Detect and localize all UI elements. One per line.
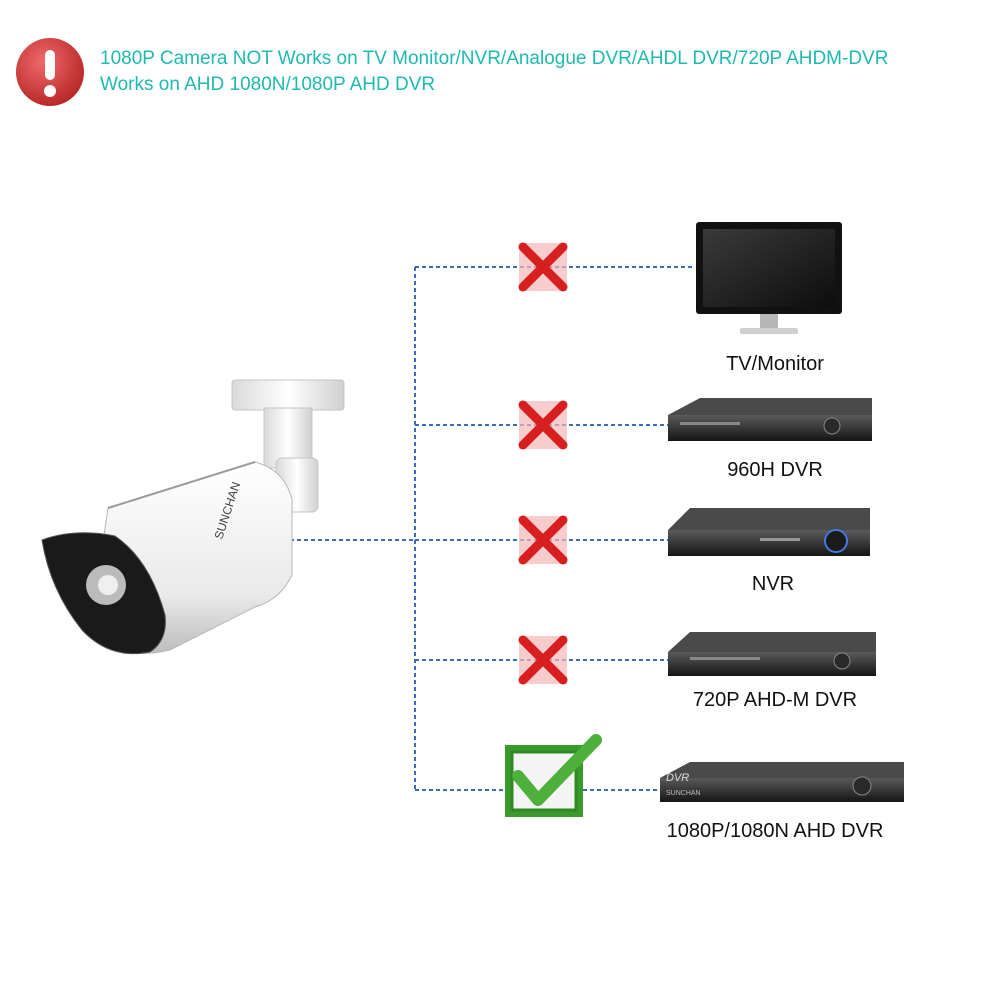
device-label-nvr: NVR [752,573,794,595]
dvr-720p-icon [668,632,876,676]
status-cross-icon-2 [518,400,568,450]
notice-line-1: 1080P Camera NOT Works on TV Monitor/NVR… [100,48,889,69]
camera-lens-center [98,575,118,595]
camera-mount-plate [231,379,345,411]
status-cross-icon-3 [518,515,568,565]
nvr-icon [668,508,870,556]
device-label-tv-monitor: TV/Monitor [726,353,824,375]
device-label-720p-dvr: 720P AHD-M DVR [693,689,857,711]
device-label-960h-dvr: 960H DVR [727,459,823,481]
notice-line-2: Works on AHD 1080N/1080P AHD DVR [100,74,436,95]
camera-visor-edge [107,461,256,509]
dvr-screen-text: DVR [666,772,689,784]
dvr-1080p-icon: DVR SUNCHAN [660,762,904,802]
dvr-960h-icon [668,398,872,441]
status-cross-icon-4 [518,635,568,685]
bullet-camera: SUNCHAN [41,379,345,655]
connector-lines [290,266,695,791]
warning-badge-icon [16,38,84,106]
status-cross-icon-1 [518,242,568,292]
monitor-icon [696,222,842,334]
status-check-icon [505,734,602,817]
device-label-1080p-dvr: 1080P/1080N AHD DVR [667,820,884,842]
compatibility-notice: 1080P Camera NOT Works on TV Monitor/NVR… [100,46,990,98]
dvr-brand-text: SUNCHAN [666,790,701,797]
